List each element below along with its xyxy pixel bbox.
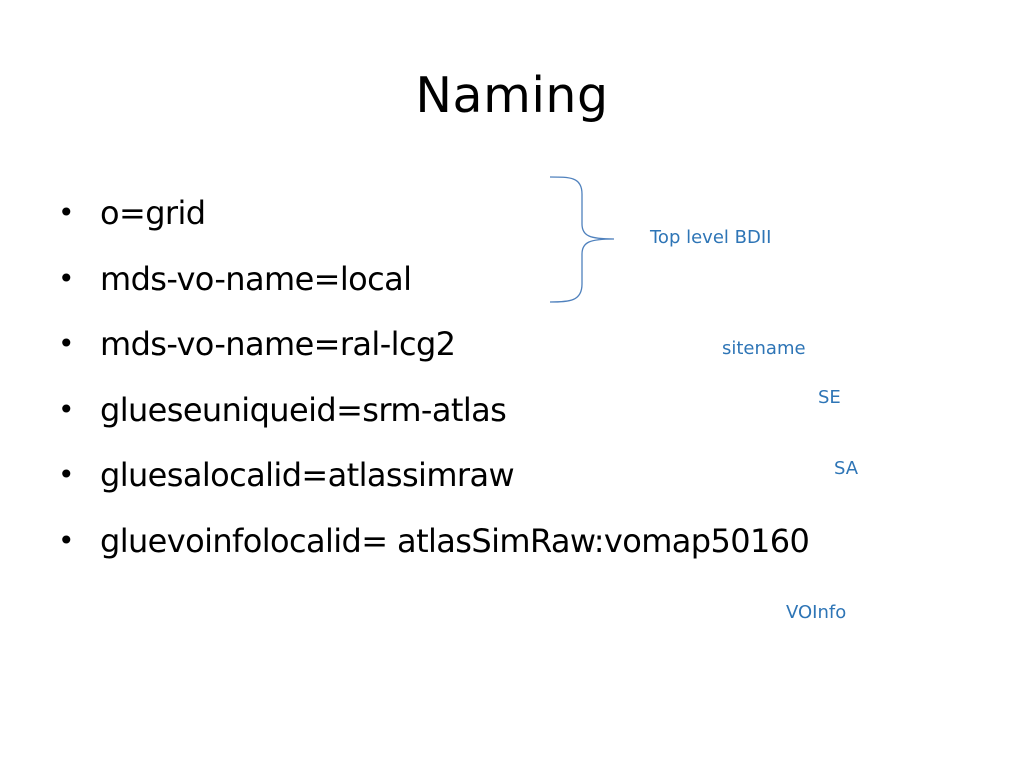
bullet-text: gluevoinfolocalid= atlasSimRaw:vomap5016… bbox=[100, 521, 810, 560]
annotation-top-level-bdii: Top level BDII bbox=[650, 227, 772, 248]
brace-path bbox=[549, 176, 615, 303]
bullet-dot-icon: • bbox=[58, 327, 75, 360]
bullet-text: o=grid bbox=[100, 194, 206, 232]
right-brace-icon bbox=[549, 176, 615, 303]
bullet-dot-icon: • bbox=[58, 261, 75, 295]
bullet-dot-icon: • bbox=[58, 392, 75, 426]
annotation-voinfo: VOInfo bbox=[786, 602, 847, 623]
bullet-text: glueseuniqueid=srm-atlas bbox=[100, 390, 507, 429]
bullet-dot-icon: • bbox=[58, 458, 75, 491]
annotation-sa: SA bbox=[834, 458, 859, 479]
annotation-sitename: sitename bbox=[722, 338, 806, 359]
bullet-text: mds-vo-name=ral-lcg2 bbox=[100, 325, 456, 363]
bullet-dot-icon: • bbox=[58, 523, 75, 557]
bullet-text: gluesalocalid=atlassimraw bbox=[100, 456, 515, 494]
annotation-se: SE bbox=[818, 387, 841, 408]
bullet-text: mds-vo-name=local bbox=[100, 259, 412, 298]
slide-title: Naming bbox=[415, 67, 609, 124]
bullet-dot-icon: • bbox=[58, 196, 75, 229]
